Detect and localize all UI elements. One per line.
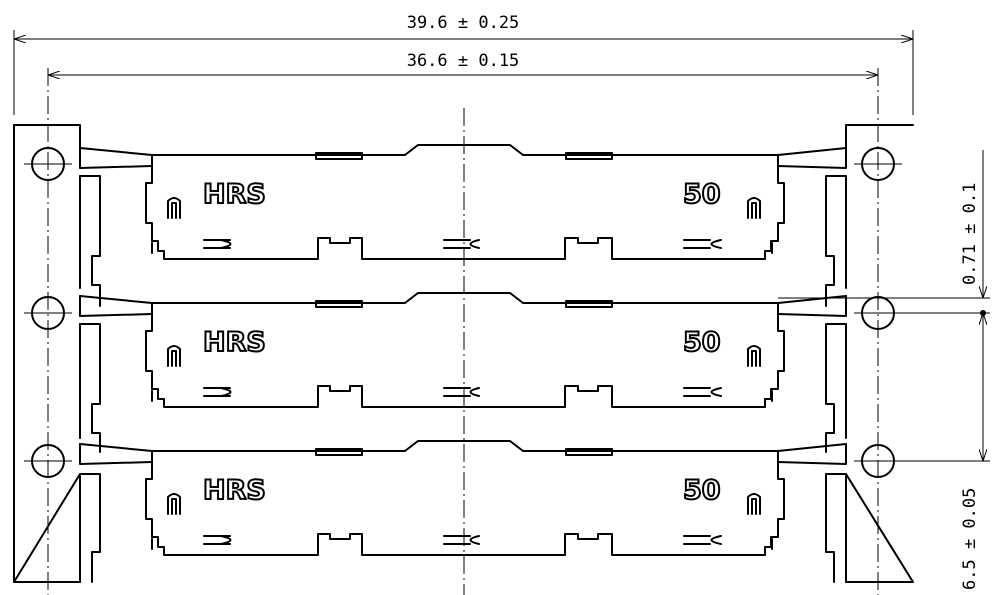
dimension-hole-pitch: 36.6 ± 0.15 bbox=[48, 51, 878, 75]
pilot-holes bbox=[23, 147, 903, 478]
pitch-label: 6.5 ± 0.05 bbox=[960, 488, 980, 590]
row-marking: HRS 50 bbox=[202, 474, 722, 507]
pin-count-mark: 50 bbox=[683, 475, 721, 506]
strip-gap-label: 0.71 ± 0.1 bbox=[960, 183, 980, 285]
brand-mark: HRS bbox=[203, 179, 266, 210]
brand-mark: HRS bbox=[203, 327, 266, 358]
dimension-strip-gap: 0.71 ± 0.1 bbox=[778, 150, 990, 316]
brand-mark: HRS bbox=[203, 475, 266, 506]
right-carrier-rail bbox=[825, 124, 914, 583]
dimension-pitch: 6.5 ± 0.05 bbox=[900, 313, 990, 590]
hole-pitch-label: 36.6 ± 0.15 bbox=[407, 51, 520, 71]
dimension-overall-width: 39.6 ± 0.25 bbox=[13, 13, 914, 115]
connector-row bbox=[79, 440, 847, 556]
pin-count-mark: 50 bbox=[683, 327, 721, 358]
row-marking: HRS 50 bbox=[202, 178, 722, 211]
left-carrier-rail bbox=[13, 124, 101, 583]
pin-count-mark: 50 bbox=[683, 179, 721, 210]
connector-row bbox=[79, 144, 847, 260]
center-lines bbox=[47, 68, 879, 595]
row-marking: HRS 50 bbox=[202, 326, 722, 359]
overall-width-label: 39.6 ± 0.25 bbox=[407, 13, 520, 33]
connector-row bbox=[79, 292, 847, 408]
